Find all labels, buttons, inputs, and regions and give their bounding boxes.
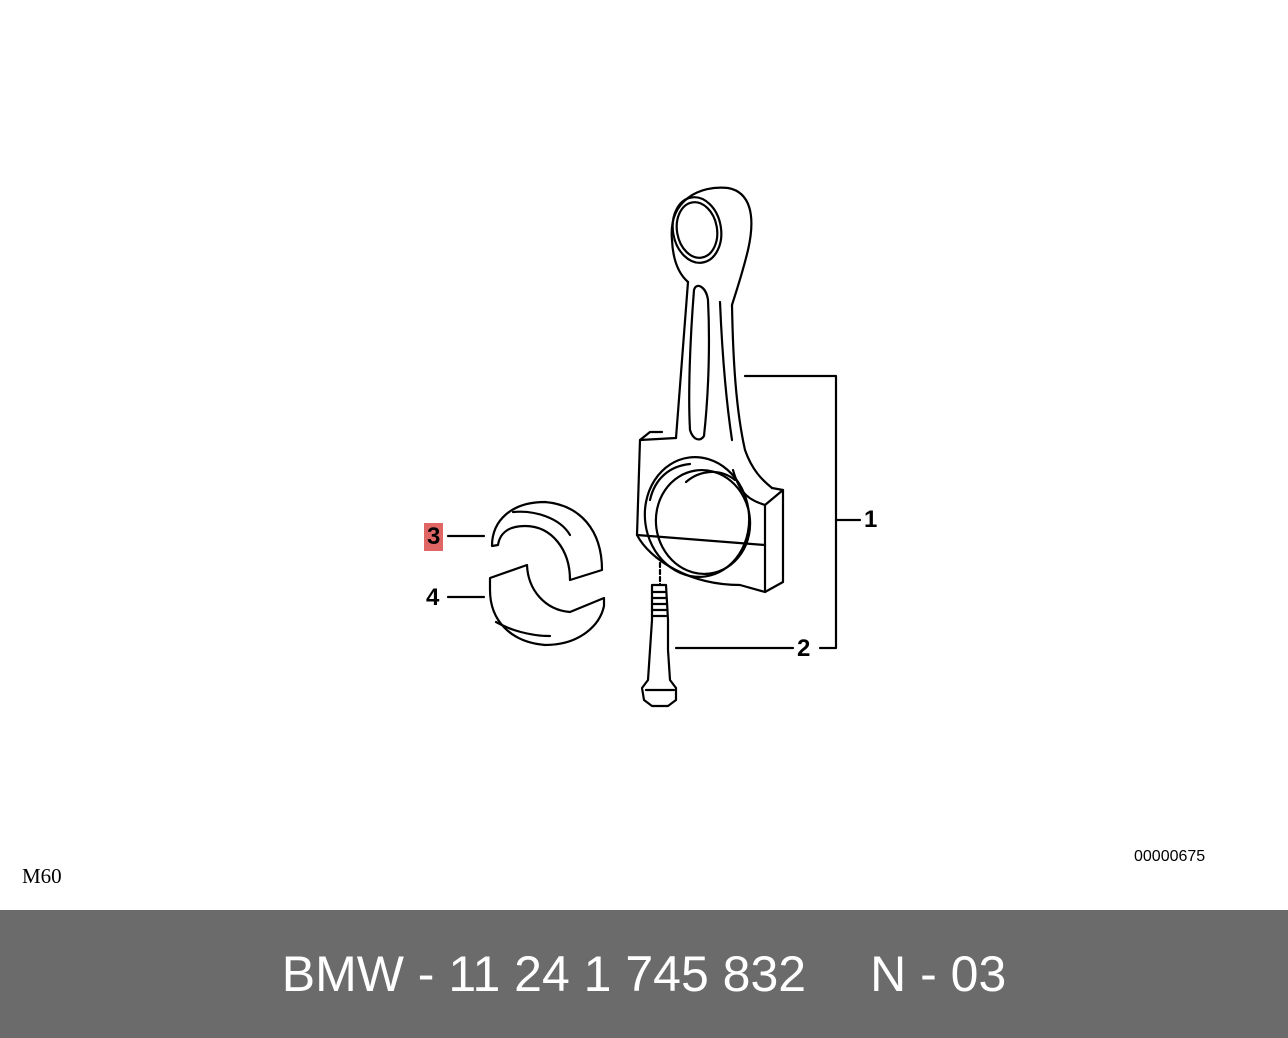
bearing-shell-lower [488, 563, 606, 647]
leader-lines [446, 374, 862, 650]
parts-diagram [446, 186, 862, 708]
callout-2: 2 [797, 635, 811, 662]
diagram-reference-number: 00000675 [1134, 848, 1206, 865]
callout-4: 4 [426, 584, 440, 611]
engine-code: M60 [22, 864, 62, 888]
callout-1: 1 [864, 506, 878, 533]
connecting-rod [635, 186, 785, 594]
page-code-text: N - 03 [870, 946, 1007, 1002]
callout-3-highlighted: 3 [424, 523, 444, 551]
bearing-shell-upper [490, 500, 604, 582]
footer-bar: BMW - 11 24 1 745 832 N - 03 [0, 910, 1288, 1038]
rod-bolt [640, 561, 678, 708]
part-number-text: BMW - 11 24 1 745 832 [281, 946, 807, 1002]
